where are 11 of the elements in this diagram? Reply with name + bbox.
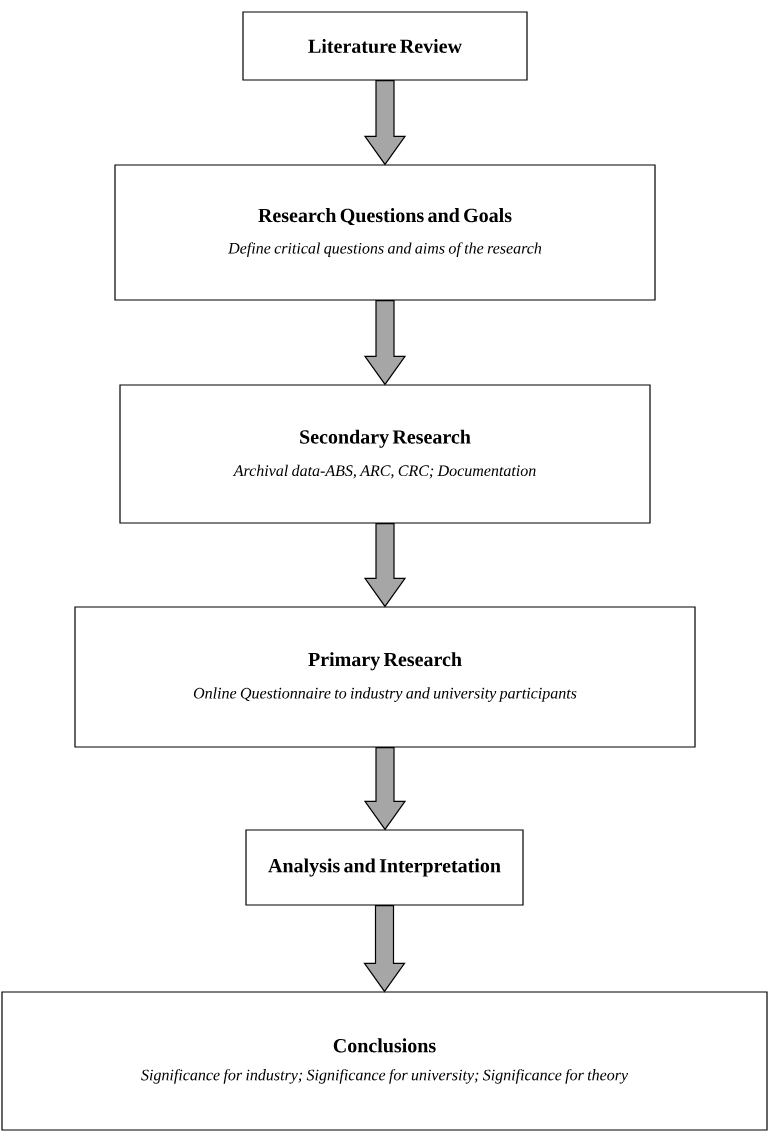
block-arrow — [363, 747, 407, 831]
block-arrow — [363, 523, 407, 608]
block-arrow — [363, 80, 407, 166]
block-arrow — [363, 300, 407, 386]
block-arrow — [363, 905, 406, 993]
process-box: Primary Research Online Questionnaire to industry and university participants — [74, 606, 696, 748]
process-box: Literature Review — [242, 11, 528, 81]
process-box: Secondary Research Archival data-ABS, ARC, CRC; Documentation — [119, 384, 651, 524]
process-box: Research Questions and Goals Define critical questions and aims of the research — [114, 164, 656, 301]
process-box: Analysis and Interpretation — [245, 829, 524, 906]
process-box: Conclusions Significance for industry; Significance for university; Significance for theory — [1, 991, 768, 1131]
